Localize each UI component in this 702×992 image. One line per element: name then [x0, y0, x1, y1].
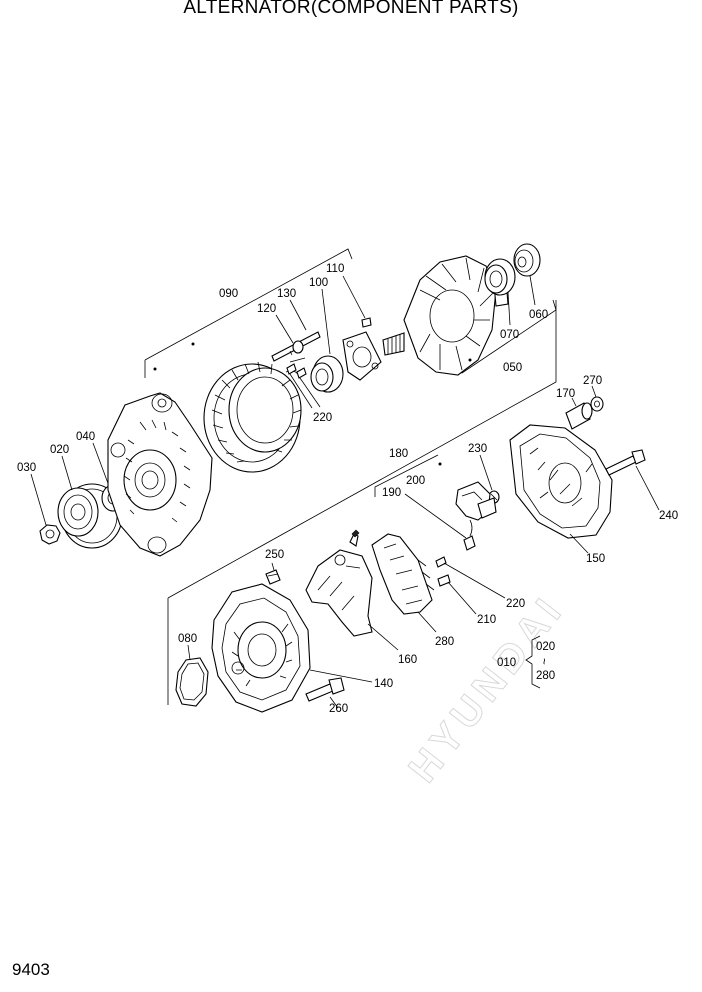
bearing-070 [484, 258, 516, 326]
callout-210: 210 [477, 614, 496, 626]
page-title: ALTERNATOR(COMPONENT PARTS) [183, 0, 519, 18]
callout-230: 230 [468, 443, 487, 455]
nut-030 [30, 473, 61, 545]
callout-070: 070 [500, 329, 519, 341]
rear-cover-150 [509, 424, 613, 554]
rear-housing-140 [211, 583, 373, 713]
callout-200: 200 [406, 475, 425, 487]
callout-110: 110 [326, 263, 344, 275]
screws-220-upper [286, 363, 321, 409]
callout-050: 050 [503, 362, 522, 374]
assembly-note-tilde: ~ [537, 658, 549, 665]
callout-250: 250 [265, 549, 284, 561]
stud-120-130 [271, 299, 321, 362]
callout-140: 140 [374, 678, 393, 690]
callout-160: 160 [398, 654, 417, 666]
callout-260: 260 [329, 703, 348, 715]
assembly-note-from: 020 [536, 641, 555, 653]
screw-250 [265, 562, 281, 585]
callout-190: 190 [382, 487, 401, 499]
bracket-090 [144, 248, 353, 378]
page-number: 9403 [12, 960, 50, 979]
bearing-100 [310, 288, 344, 393]
callout-240: 240 [659, 510, 678, 522]
assembly-note-to: 280 [536, 670, 555, 682]
callout-090: 090 [219, 288, 238, 300]
cover-060 [513, 243, 541, 306]
callout-120: 120 [257, 303, 276, 315]
bolt-240 [605, 449, 660, 511]
brush-190 [404, 493, 476, 551]
bolt-260 [305, 677, 345, 709]
sleeve-170-washer-270 [565, 385, 604, 430]
stator [191, 342, 306, 473]
callout-040: 040 [76, 431, 95, 443]
callout-010: 010 [497, 657, 516, 669]
callout-150: 150 [586, 553, 605, 565]
front-housing [107, 367, 213, 557]
callout-220-upper: 220 [313, 412, 332, 424]
retainer-plate-110 [342, 275, 382, 381]
callout-270: 270 [583, 375, 602, 387]
callout-130: 130 [277, 288, 296, 300]
screws-210-220-lower [435, 556, 506, 615]
callout-100: 100 [309, 277, 328, 289]
callout-030: 030 [17, 462, 36, 474]
brush-holder-200 [438, 462, 497, 521]
callout-280: 280 [435, 636, 454, 648]
seal-080 [175, 644, 209, 707]
regulator-280 [371, 533, 437, 633]
callout-220-lower: 220 [506, 598, 525, 610]
rectifier-160 [305, 529, 399, 651]
callout-labels: 030 020 040 090 120 130 100 110 220 070 … [17, 263, 678, 715]
bracket-lower [167, 300, 557, 705]
callout-180: 180 [389, 448, 408, 460]
callout-020: 020 [50, 444, 69, 456]
callout-080: 080 [178, 633, 197, 645]
callout-060: 060 [529, 309, 548, 321]
callout-170: 170 [556, 388, 575, 400]
brace-010 [525, 635, 541, 689]
